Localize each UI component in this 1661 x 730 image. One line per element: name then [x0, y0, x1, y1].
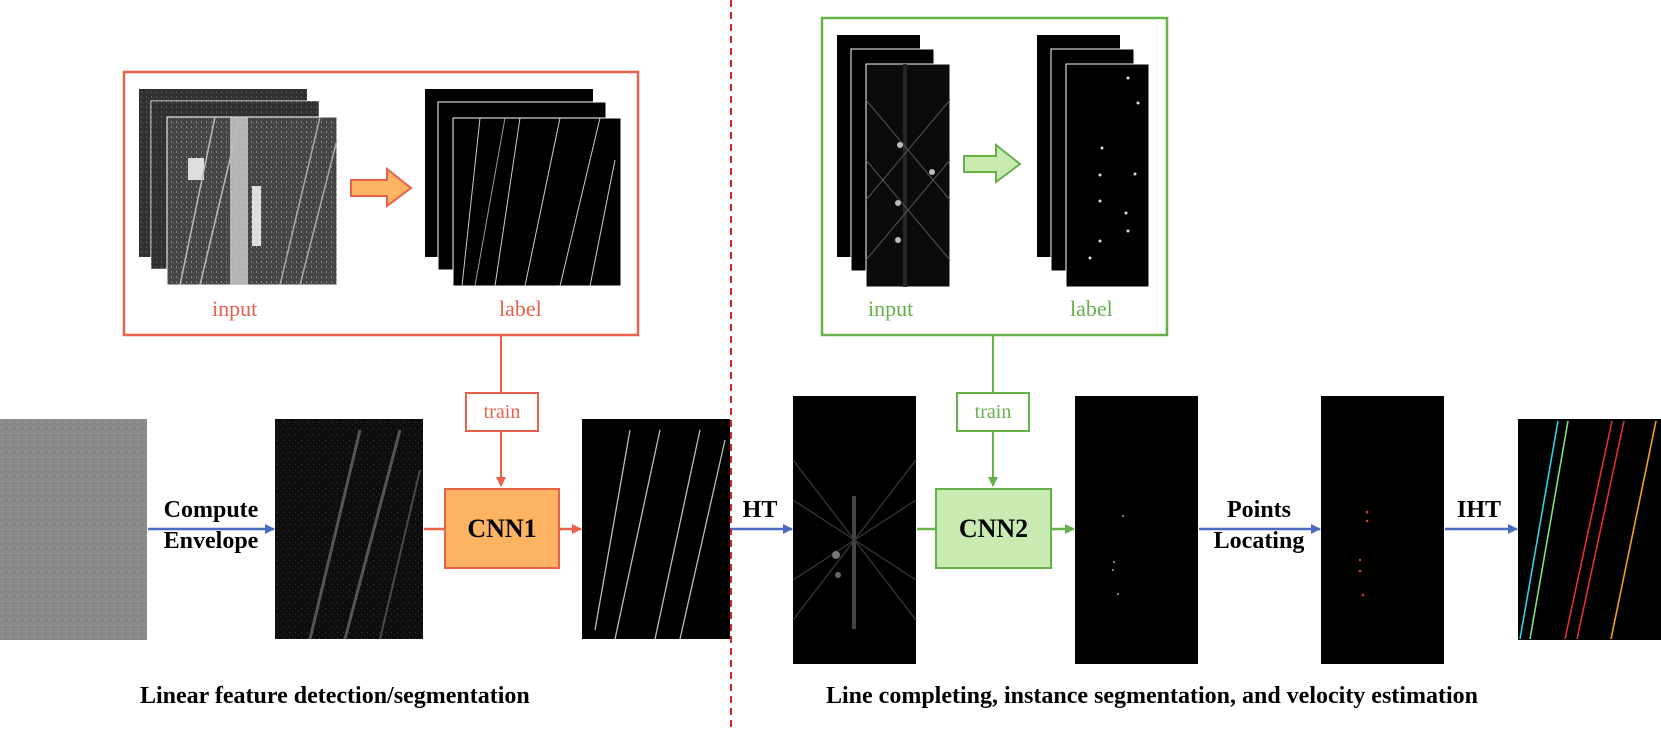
- points-image: [1075, 396, 1198, 664]
- left-training-frame: [122, 70, 640, 337]
- left-label-stack: [425, 89, 622, 287]
- left-training-arrow: [350, 166, 413, 208]
- compute-label-line2: Envelope: [163, 528, 259, 554]
- left-train-box: train: [465, 392, 539, 432]
- left-input-stack: [139, 89, 338, 286]
- left-input-label: input: [212, 296, 258, 321]
- right-caption: Line completing, instance segmentation, …: [826, 683, 1478, 709]
- compute-envelope-label: Compute Envelope: [150, 495, 272, 557]
- raw-data-image: [0, 419, 147, 640]
- right-training-arrow: [963, 142, 1022, 184]
- envelope-image: [275, 419, 423, 640]
- cnn2-block: CNN2: [935, 488, 1052, 569]
- velocity-lines-image: [1518, 419, 1661, 640]
- hough-image: [792, 396, 917, 664]
- right-input-label: input: [868, 296, 914, 321]
- points-label-line2: Locating: [1213, 528, 1305, 554]
- right-training-frame: [820, 16, 1169, 337]
- left-caption: Linear feature detection/segmentation: [140, 683, 530, 709]
- segmentation-image: [582, 419, 730, 640]
- cnn1-block: CNN1: [444, 488, 560, 569]
- points-locating-label: Points Locating: [1200, 495, 1318, 557]
- iht-label: IHT: [1456, 497, 1501, 523]
- compute-label-line1: Compute: [163, 497, 259, 523]
- ht-label: HT: [742, 497, 778, 523]
- right-train-box: train: [956, 392, 1030, 432]
- right-label-label: label: [1070, 296, 1113, 321]
- left-label-label: label: [499, 296, 542, 321]
- located-points-image: [1321, 396, 1444, 664]
- points-label-line1: Points: [1226, 497, 1291, 523]
- right-input-stack: [837, 35, 951, 288]
- right-label-stack: [1037, 35, 1150, 288]
